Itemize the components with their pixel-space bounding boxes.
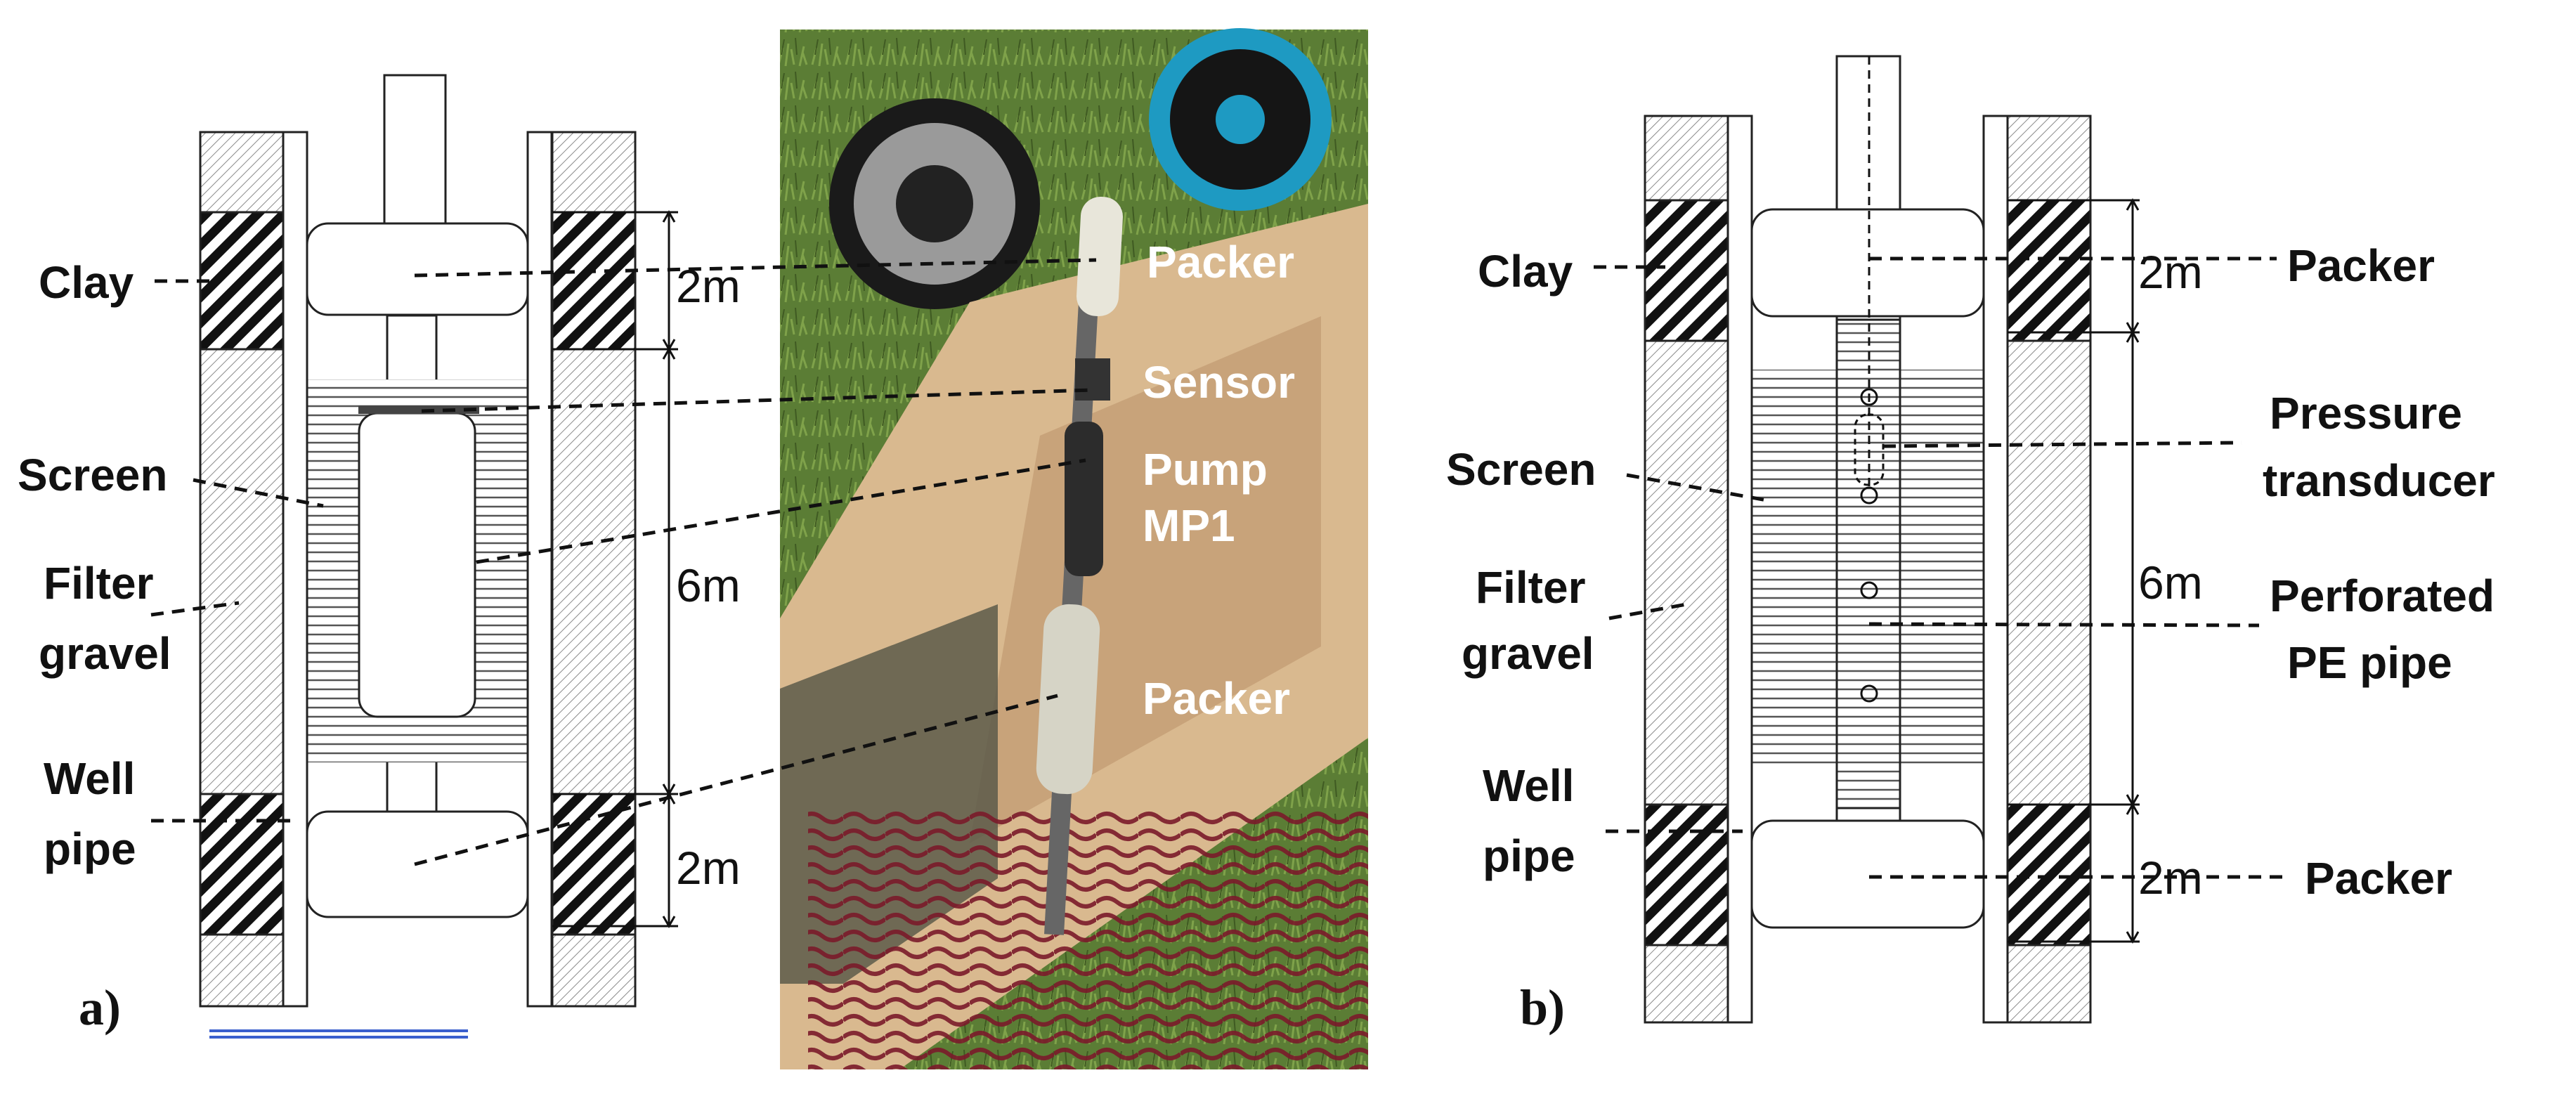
b-label-filter-gravel-2: gravel <box>1462 628 1594 679</box>
left-well-casing <box>282 131 308 1008</box>
cable-reel-grey <box>829 98 1040 309</box>
decorative-underline <box>209 1029 468 1032</box>
b-pressure-transducer <box>1854 413 1885 486</box>
b-perforation-hole <box>1860 388 1878 406</box>
red-hose-coil <box>808 808 1368 1069</box>
decorative-underline-2 <box>209 1036 468 1039</box>
label-well-pipe-1: Well <box>44 753 135 804</box>
b-perforation-hole <box>1860 486 1878 505</box>
b-label-filter-gravel-1: Filter <box>1476 562 1585 613</box>
field-photo: Packer Sensor Pump MP1 Packer <box>780 28 1368 1069</box>
photo-label-packer-top: Packer <box>1147 237 1294 287</box>
label-well-pipe-2: pipe <box>44 824 136 874</box>
b-label-perforated-1: Perforated <box>2270 571 2494 621</box>
b-label-perforated-2: PE pipe <box>2287 637 2452 688</box>
panel-a-diagram: Clay Screen Filter gravel Well pipe 2m 6… <box>18 74 741 1039</box>
b-label-packer-bottom: Packer <box>2305 853 2452 904</box>
b-label-well-pipe-1: Well <box>1483 760 1574 811</box>
leader-filter <box>150 601 240 617</box>
b-right-well-casing <box>1982 115 2009 1024</box>
b-top-packer <box>1750 208 1985 318</box>
dimension-middle-6m: 6m <box>676 559 741 611</box>
b-bottom-packer <box>1750 819 1985 929</box>
right-well-casing <box>526 131 553 1008</box>
photo-packer-top <box>1076 196 1123 317</box>
leaders-a-to-photo <box>414 258 1097 866</box>
photo-label-sensor: Sensor <box>1143 357 1295 408</box>
panel-label-a: a) <box>79 980 121 1036</box>
left-clay-bottom <box>199 793 285 936</box>
leader-screen <box>193 478 324 508</box>
label-clay: Clay <box>39 257 134 308</box>
equipment-rod <box>1044 224 1102 935</box>
b-right-clay-bottom <box>2006 803 2092 946</box>
dimension-lines <box>552 209 678 929</box>
b-label-packer-top: Packer <box>2287 240 2435 291</box>
b-leader-filter <box>1608 602 1687 620</box>
b-dimension-top-2m: 2m <box>2138 246 2203 298</box>
b-dimension-middle-6m: 6m <box>2138 557 2203 609</box>
label-filter-gravel-2: gravel <box>39 628 171 679</box>
b-right-clay-top <box>2006 199 2092 342</box>
b-label-well-pipe-2: pipe <box>1483 831 1575 881</box>
b-perforation-hole <box>1860 684 1878 703</box>
b-perforated-pipe <box>1835 318 1901 809</box>
b-label-pressure-2: transducer <box>2263 455 2495 506</box>
cable-reel-blue <box>1149 28 1332 211</box>
b-leader-pressure <box>1882 441 2242 448</box>
photo-label-pump-1: Pump <box>1143 444 1268 495</box>
pump-body <box>358 412 476 718</box>
right-clay-top <box>551 211 637 351</box>
photo-packer-bottom <box>1036 604 1100 795</box>
sensor-plate <box>358 405 479 414</box>
riser-pipe <box>383 74 447 226</box>
photo-pump <box>1065 422 1103 576</box>
b-leader-screen <box>1626 473 1771 503</box>
photo-sensor <box>1075 358 1110 401</box>
panel-label-b: b) <box>1520 980 1565 1036</box>
panel-b-diagram: Clay Screen Filter gravel Well pipe Pack… <box>1446 55 2495 1036</box>
b-dimension-lines <box>2008 197 2140 944</box>
b-label-pressure-1: Pressure <box>2270 388 2462 438</box>
b-perforation-hole <box>1860 581 1878 599</box>
b-label-clay: Clay <box>1478 246 1573 297</box>
left-clay-top <box>199 211 285 351</box>
b-left-clay-top <box>1644 199 1729 342</box>
b-leader-perforated <box>1868 622 2260 627</box>
b-label-screen: Screen <box>1446 444 1596 495</box>
dimension-top-2m: 2m <box>676 260 741 312</box>
top-packer <box>306 222 529 316</box>
b-left-clay-bottom <box>1644 803 1729 946</box>
label-screen: Screen <box>18 450 167 500</box>
photo-label-packer-bottom: Packer <box>1143 673 1290 724</box>
b-left-well-casing <box>1726 115 1753 1024</box>
right-clay-bottom <box>551 793 637 936</box>
photo-label-pump-2: MP1 <box>1143 500 1235 551</box>
label-filter-gravel-1: Filter <box>44 558 153 609</box>
dimension-bottom-2m: 2m <box>676 842 741 894</box>
